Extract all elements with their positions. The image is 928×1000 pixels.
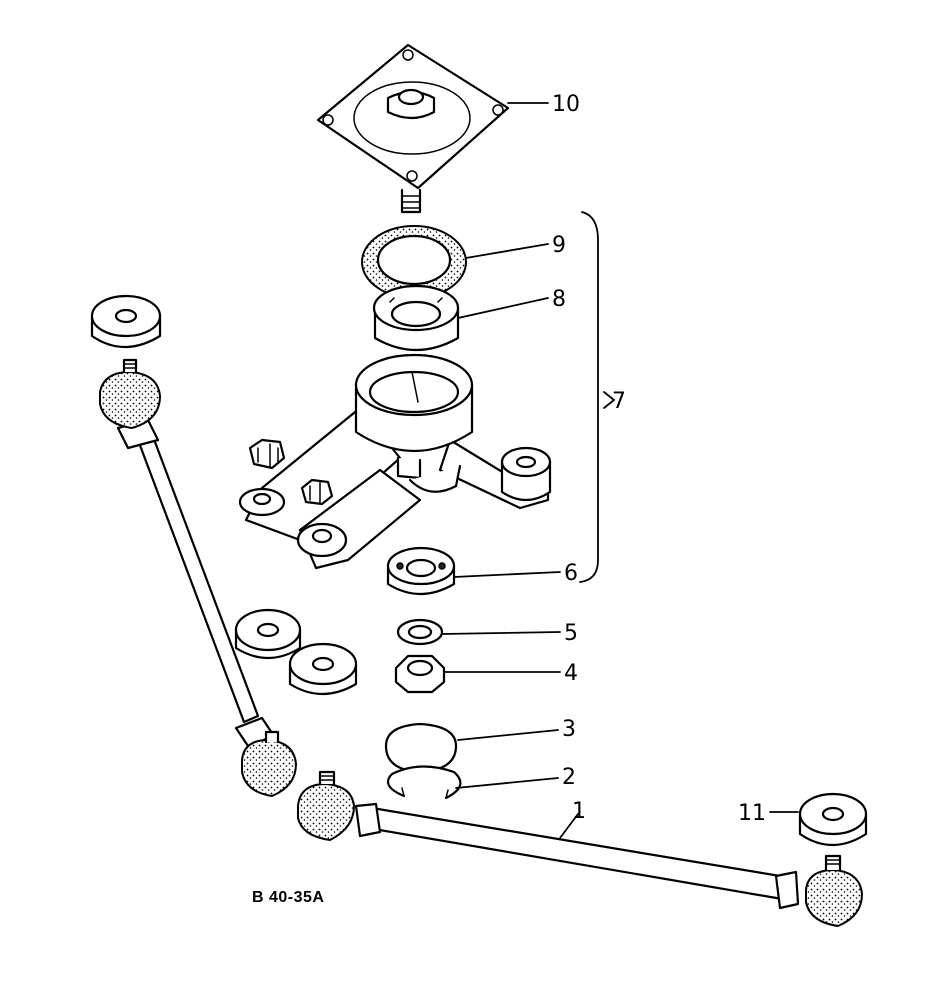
castle-nut-lower xyxy=(300,478,334,506)
upper-bearing-part xyxy=(372,284,460,352)
rubber-washer-top-left xyxy=(90,294,162,348)
castle-nut-upper xyxy=(248,438,286,470)
callout-1: 1 xyxy=(572,799,586,824)
callout-4: 4 xyxy=(564,661,578,686)
callout-10: 10 xyxy=(552,92,580,117)
callout-5: 5 xyxy=(564,621,578,646)
circlip-part xyxy=(386,765,462,800)
washer-part xyxy=(396,618,444,646)
steering-arm-housing xyxy=(238,353,552,570)
lower-bearing-part xyxy=(386,546,456,595)
callout-9: 9 xyxy=(552,233,566,258)
diagram-reference-code: B 40-35A xyxy=(252,889,324,906)
dust-cap-part xyxy=(384,722,458,774)
callout-11: 11 xyxy=(738,801,766,826)
callout-6: 6 xyxy=(564,561,578,586)
callout-3: 3 xyxy=(562,717,576,742)
hex-nut-part xyxy=(394,654,446,694)
rubber-washer-mid-left-b xyxy=(288,642,358,695)
rubber-washer-part-11 xyxy=(798,792,868,846)
tie-rod-part-1 xyxy=(297,770,864,928)
callout-7: 7 xyxy=(612,389,626,414)
mounting-plate-part xyxy=(316,43,510,214)
callout-8: 8 xyxy=(552,287,566,312)
callout-2: 2 xyxy=(562,765,576,790)
left-tie-rod xyxy=(99,358,298,798)
rubber-washer-mid-left-a xyxy=(234,608,302,659)
seal-ring-part xyxy=(361,225,467,299)
